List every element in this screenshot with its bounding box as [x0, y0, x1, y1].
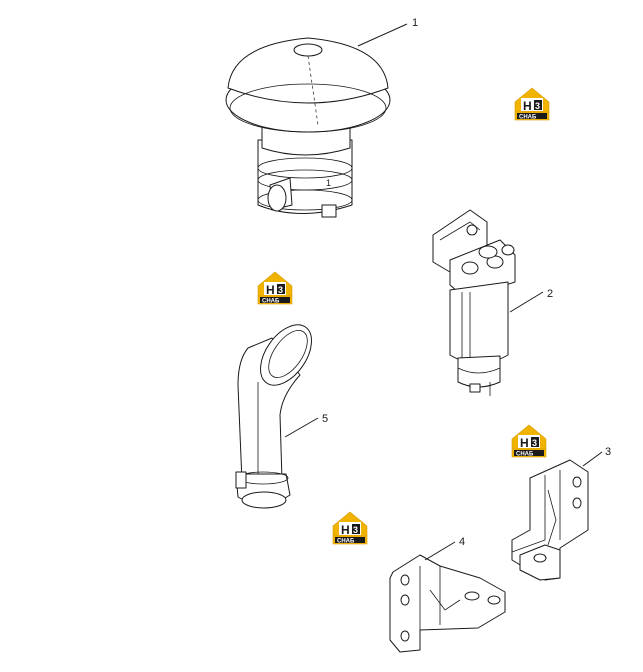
- svg-text:3: 3: [353, 525, 358, 535]
- callout-4[interactable]: 4: [459, 536, 465, 548]
- svg-text:3: 3: [535, 101, 540, 111]
- part-5-intake-pipe[interactable]: [235, 316, 322, 509]
- logo-watermark-4: Н 3 СНАБ: [332, 511, 368, 545]
- part-2-fuel-filter[interactable]: [432, 209, 516, 396]
- logo-caption: СНАБ: [519, 115, 537, 121]
- logo-caption: СНАБ: [516, 452, 534, 458]
- svg-text:Н: Н: [520, 436, 529, 450]
- callout-2[interactable]: 2: [547, 288, 553, 300]
- logo-watermark-1: Н 3 СНАБ: [514, 87, 550, 121]
- logo-watermark-2: Н 3 СНАБ: [257, 271, 293, 305]
- leader-line-4: [424, 541, 456, 561]
- part-4-bracket[interactable]: [389, 554, 506, 653]
- logo-caption: СНАБ: [262, 299, 280, 305]
- logo-caption: СНАБ: [337, 539, 355, 545]
- leader-line-3: [582, 451, 603, 467]
- svg-text:Н: Н: [523, 99, 532, 113]
- svg-text:1: 1: [326, 178, 331, 188]
- callout-3[interactable]: 3: [605, 446, 611, 458]
- part-3-bracket[interactable]: [511, 459, 589, 581]
- svg-text:3: 3: [278, 285, 283, 295]
- svg-text:Н: Н: [266, 283, 275, 297]
- leader-line-2: [509, 291, 544, 313]
- svg-text:3: 3: [532, 438, 537, 448]
- callout-1[interactable]: 1: [412, 17, 418, 29]
- logo-watermark-3: Н 3 СНАБ: [511, 424, 547, 458]
- callout-5[interactable]: 5: [322, 413, 328, 425]
- part-1-air-breather[interactable]: 1: [225, 37, 391, 218]
- svg-text:Н: Н: [341, 523, 350, 537]
- leader-line-5: [284, 417, 319, 438]
- leader-line-1: [357, 23, 408, 47]
